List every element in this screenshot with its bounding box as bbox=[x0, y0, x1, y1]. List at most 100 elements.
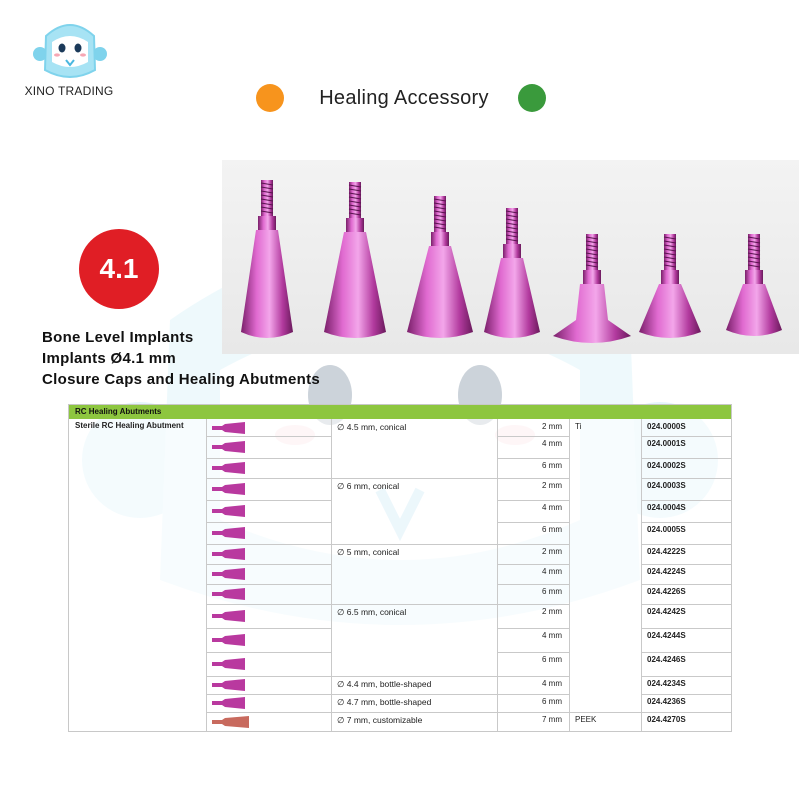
diameter-cell: ∅ 6 mm, conical bbox=[337, 481, 400, 491]
article-code-cell: 024.0000S bbox=[647, 422, 686, 431]
row-divider bbox=[206, 458, 331, 459]
abutment-6 bbox=[639, 234, 701, 338]
row-divider bbox=[331, 544, 497, 545]
diameter-cell: ∅ 4.5 mm, conical bbox=[337, 422, 407, 432]
row-divider bbox=[206, 544, 331, 545]
length-cell: 4 mm bbox=[542, 503, 562, 512]
diameter-cell: ∅ 6.5 mm, conical bbox=[337, 607, 407, 617]
diameter-cell: ∅ 5 mm, conical bbox=[337, 547, 400, 557]
row-divider bbox=[497, 544, 569, 545]
spec-lines: Bone Level Implants Implants Ø4.1 mm Clo… bbox=[42, 327, 362, 390]
row-divider bbox=[641, 544, 731, 545]
diameter-cell: ∅ 4.7 mm, bottle-shaped bbox=[337, 697, 432, 707]
column-divider bbox=[331, 419, 332, 731]
article-code-cell: 024.4244S bbox=[647, 631, 686, 640]
diameter-cell: ∅ 4.4 mm, bottle-shaped bbox=[337, 679, 432, 689]
orange-dot-icon bbox=[256, 84, 284, 112]
abutment-4 bbox=[484, 208, 540, 338]
abutment-7 bbox=[726, 234, 782, 336]
row-divider bbox=[641, 652, 731, 653]
row-divider bbox=[497, 522, 569, 523]
row-divider bbox=[497, 500, 569, 501]
material-cell: Ti bbox=[575, 422, 582, 431]
row-divider bbox=[641, 436, 731, 437]
article-code-cell: 024.4246S bbox=[647, 655, 686, 664]
abutment-thumbnail-icon bbox=[212, 548, 245, 560]
tooth-robot-mascot-icon bbox=[33, 24, 107, 78]
length-cell: 6 mm bbox=[542, 697, 562, 706]
column-divider bbox=[569, 419, 570, 731]
row-divider bbox=[206, 676, 331, 677]
article-code-cell: 024.0005S bbox=[647, 525, 686, 534]
column-divider bbox=[206, 419, 207, 731]
length-cell: 6 mm bbox=[542, 461, 562, 470]
spec-line-1: Bone Level Implants bbox=[42, 329, 194, 346]
row-divider bbox=[641, 628, 731, 629]
group-label: Sterile RC Healing Abutment bbox=[75, 421, 184, 430]
diameter-cell: ∅ 7 mm, customizable bbox=[337, 715, 423, 725]
abutment-thumbnail-icon bbox=[212, 716, 249, 728]
row-divider bbox=[641, 478, 731, 479]
row-divider bbox=[497, 694, 569, 695]
abutment-thumbnail-icon bbox=[212, 679, 245, 691]
abutment-thumbnail-icon bbox=[212, 421, 245, 434]
row-divider bbox=[206, 564, 331, 565]
article-code-cell: 024.4234S bbox=[647, 679, 686, 688]
row-divider bbox=[331, 676, 497, 677]
abutment-thumbnail-icon bbox=[212, 568, 245, 580]
healing-abutments-photo bbox=[241, 180, 782, 343]
article-code-cell: 024.4226S bbox=[647, 587, 686, 596]
row-divider bbox=[497, 628, 569, 629]
abutment-thumbnail-icon bbox=[212, 588, 245, 600]
article-code-cell: 024.4236S bbox=[647, 697, 686, 706]
length-cell: 4 mm bbox=[542, 679, 562, 688]
length-cell: 2 mm bbox=[542, 422, 562, 431]
row-divider bbox=[641, 694, 731, 695]
product-photo bbox=[222, 160, 799, 354]
length-cell: 2 mm bbox=[542, 547, 562, 556]
abutment-3 bbox=[407, 196, 473, 338]
article-code-cell: 024.4222S bbox=[647, 547, 686, 556]
row-divider bbox=[206, 500, 331, 501]
row-divider bbox=[641, 458, 731, 459]
row-divider bbox=[569, 712, 641, 713]
row-divider bbox=[497, 478, 569, 479]
row-divider bbox=[331, 478, 497, 479]
abutment-thumbnail-icon bbox=[212, 462, 245, 474]
abutment-thumbnail-icon bbox=[212, 658, 245, 670]
size-badge: 4.1 bbox=[79, 229, 159, 309]
length-cell: 2 mm bbox=[542, 607, 562, 616]
article-code-cell: 024.4242S bbox=[647, 607, 686, 616]
abutment-2 bbox=[324, 182, 386, 338]
length-cell: 2 mm bbox=[542, 481, 562, 490]
column-divider bbox=[641, 419, 642, 731]
row-divider bbox=[641, 522, 731, 523]
spec-line-3: Closure Caps and Healing Abutments bbox=[42, 371, 321, 388]
row-divider bbox=[641, 500, 731, 501]
abutment-5 bbox=[553, 234, 631, 343]
row-divider bbox=[497, 676, 569, 677]
article-code-cell: 024.0004S bbox=[647, 503, 686, 512]
row-divider bbox=[497, 712, 569, 713]
length-cell: 6 mm bbox=[542, 525, 562, 534]
row-divider bbox=[497, 584, 569, 585]
length-cell: 4 mm bbox=[542, 439, 562, 448]
row-divider bbox=[331, 604, 497, 605]
row-divider bbox=[497, 604, 569, 605]
row-divider bbox=[641, 676, 731, 677]
row-divider bbox=[641, 712, 731, 713]
row-divider bbox=[206, 694, 331, 695]
abutment-thumbnail-icon bbox=[212, 505, 245, 517]
abutment-thumbnail-icon bbox=[212, 527, 245, 539]
page-title: Healing Accessory bbox=[319, 87, 489, 109]
row-divider bbox=[497, 652, 569, 653]
row-divider bbox=[331, 694, 497, 695]
row-divider bbox=[206, 712, 331, 713]
row-divider bbox=[641, 564, 731, 565]
row-divider bbox=[206, 604, 331, 605]
row-divider bbox=[206, 522, 331, 523]
row-divider bbox=[206, 652, 331, 653]
row-divider bbox=[206, 436, 331, 437]
column-divider bbox=[497, 419, 498, 731]
length-cell: 6 mm bbox=[542, 587, 562, 596]
